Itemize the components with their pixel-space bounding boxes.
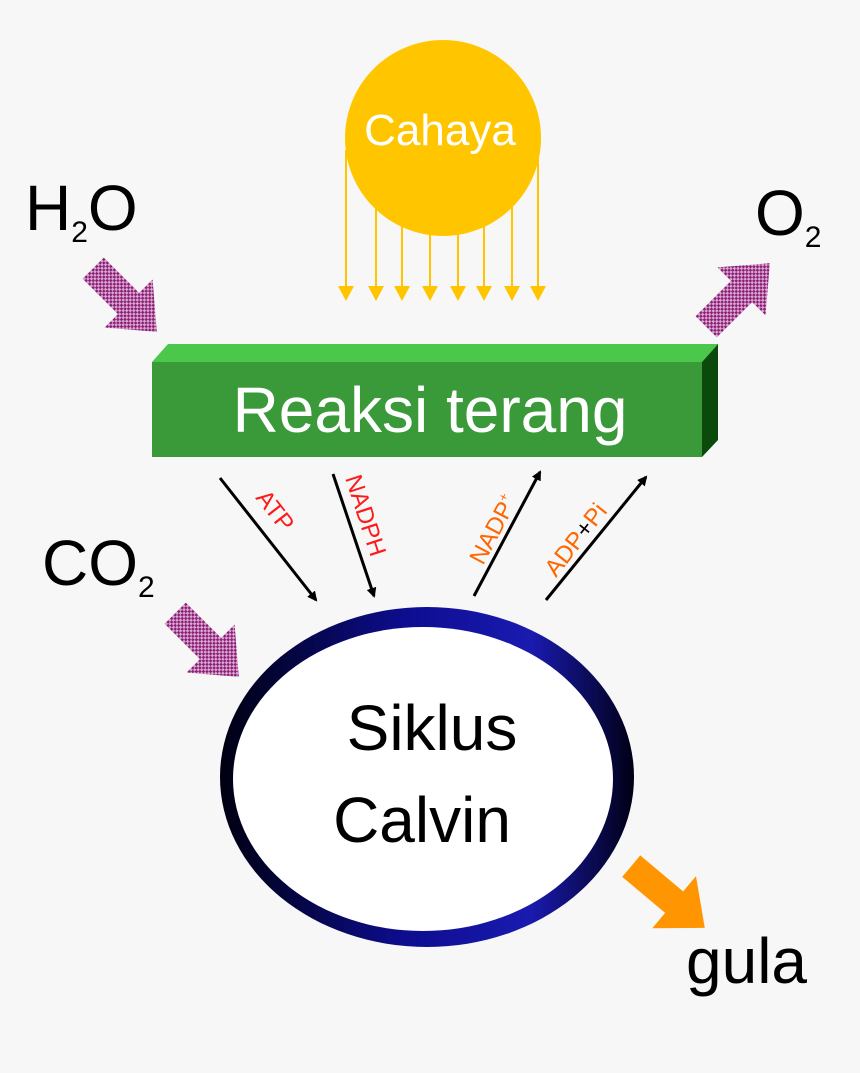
calvin-cycle: Siklus Calvin: [220, 607, 634, 947]
light-reaction-label: Reaksi terang: [233, 374, 628, 446]
oxygen-arrow: [695, 263, 770, 338]
oxygen-formula-sub: 2: [805, 221, 822, 254]
nadph-arrow: [331, 473, 377, 598]
adp-pi-label: ADP+Pi: [539, 498, 612, 581]
sun-icon: Cahaya: [338, 40, 546, 301]
oxygen-output: O2: [695, 177, 821, 338]
water-formula-sub: 2: [71, 216, 88, 249]
sugar-output: gula: [622, 855, 807, 997]
water-formula-tail: O: [88, 172, 138, 244]
transfer-arrows: ATP NADPH NADP+ ADP+Pi: [218, 470, 648, 602]
nadp-label: NADP+: [464, 490, 524, 569]
svg-text:CO2: CO2: [42, 527, 155, 604]
svg-text:O2: O2: [755, 177, 821, 254]
svg-text:H2O: H2O: [25, 172, 138, 249]
sugar-label: gula: [686, 925, 807, 997]
sun-label: Cahaya: [364, 106, 516, 155]
water-formula-main: H: [25, 172, 71, 244]
co2-formula-sub: 2: [138, 571, 155, 604]
oxygen-formula-main: O: [755, 177, 805, 249]
atp-arrow: [218, 477, 318, 602]
co2-input: CO2: [42, 527, 239, 677]
co2-arrow: [164, 602, 239, 677]
co2-formula-main: CO: [42, 527, 138, 599]
sugar-arrow: [622, 855, 705, 929]
calvin-line1: Siklus: [347, 692, 518, 764]
nadp-arrow: [472, 470, 542, 597]
nadp-label-main: NADP: [464, 497, 519, 569]
sun-ray: [530, 150, 546, 301]
light-reaction-box: Reaksi terang: [152, 344, 718, 457]
atp-label: ATP: [250, 485, 299, 537]
water-input: H2O: [25, 172, 157, 332]
calvin-line2: Calvin: [333, 784, 511, 856]
water-arrow: [82, 257, 157, 332]
adp-arrow: [544, 475, 648, 601]
sun-ray: [338, 150, 354, 301]
